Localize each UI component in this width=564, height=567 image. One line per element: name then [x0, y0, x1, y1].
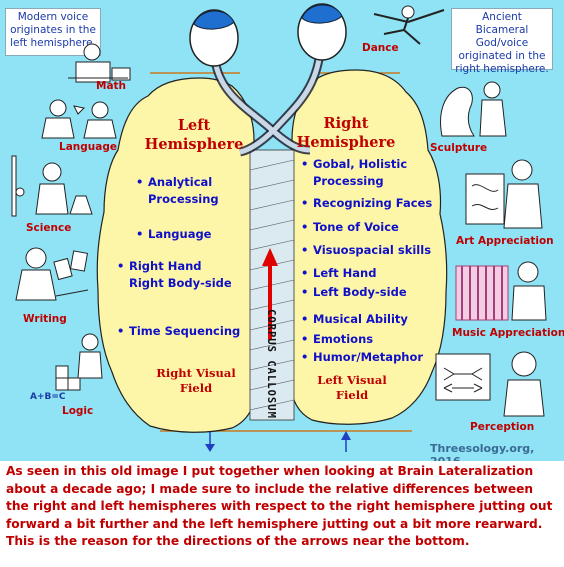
left-hemisphere-title-line1: Left: [177, 117, 211, 134]
right-function-item: •Gobal, Holistic Processing: [301, 157, 408, 188]
left-function-label: Time Sequencing: [129, 324, 241, 338]
right-function-item: •Musical Ability: [301, 312, 408, 326]
right-function-label: Musical Ability: [313, 312, 408, 326]
left-hemisphere-title: Left Hemisphere: [144, 116, 244, 154]
science-label: Science: [26, 222, 72, 234]
science-icon: [11, 155, 93, 217]
left-hemisphere-down-arrow-icon: [205, 432, 215, 452]
right-function-label-continued: Processing: [313, 174, 384, 188]
right-function-label: Recognizing Faces: [313, 196, 433, 210]
right-function-item: •Recognizing Faces: [301, 196, 433, 210]
music-appreciation-label: Music Appreciation: [452, 327, 564, 339]
right-function-label: Emotions: [313, 332, 374, 346]
art-appreciation-label: Art Appreciation: [456, 235, 554, 247]
writing-icon: [15, 247, 89, 301]
right-eye-icon: [297, 3, 347, 61]
right-function-item: •Tone of Voice: [301, 220, 399, 234]
left-hemisphere-title-line2: Hemisphere: [144, 136, 244, 153]
left-function-label: Analytical: [148, 175, 213, 189]
right-visual-field-label: Right Visual Field: [140, 366, 252, 396]
math-icon: [68, 43, 131, 83]
right-hemisphere-title: Right Hemisphere: [296, 114, 396, 152]
right-function-item: •Left Body-side: [301, 285, 407, 299]
left-function-label-continued: Right Body-side: [129, 276, 232, 290]
right-function-label: Left Body-side: [313, 285, 407, 299]
caption-text: As seen in this old image I put together…: [0, 461, 564, 567]
right-function-item: •Humor/Metaphor: [301, 350, 424, 364]
left-eye-icon: [189, 9, 239, 67]
left-function-label: Language: [148, 227, 212, 241]
left-function-item: •Right Hand Right Body-side: [117, 259, 232, 290]
left-visual-field-label: Left Visual Field: [296, 373, 408, 403]
language-label: Language: [59, 141, 117, 153]
left-function-item: •Analytical Processing: [136, 175, 219, 206]
left-visual-field-line1: Left Visual: [317, 373, 387, 387]
perception-label: Perception: [470, 421, 535, 433]
right-function-label: Left Hand: [313, 266, 377, 280]
corpus-callosum-label-holder: CORPUS CALLOSUM: [264, 300, 278, 430]
right-function-item: •Emotions: [301, 332, 374, 346]
writing-label: Writing: [23, 313, 67, 325]
brain-lateralization-diagram: Modern voice originates in the left hemi…: [0, 0, 564, 461]
right-function-label: Tone of Voice: [313, 220, 399, 234]
music-appreciation-icon: [455, 261, 547, 321]
brain-illustration: [96, 3, 448, 452]
forward-arrow-icon: [262, 248, 278, 340]
right-function-label: Visuospacial skills: [313, 243, 432, 257]
right-note-box: Ancient Bicameral God/voice originated i…: [451, 8, 553, 75]
logic-formula: A+B=C: [30, 392, 66, 402]
site-credit: Threesology.org, 2016: [430, 442, 535, 461]
sculpture-label: Sculpture: [430, 142, 488, 154]
dance-label: Dance: [362, 42, 399, 54]
right-function-item: •Left Hand: [301, 266, 377, 280]
right-function-label: Humor/Metaphor: [313, 350, 424, 364]
language-icon: [41, 99, 117, 139]
left-note-box: Modern voice originates in the left hemi…: [5, 8, 101, 56]
perception-icon: [435, 351, 545, 417]
left-function-item: •Time Sequencing: [117, 324, 241, 338]
right-hemisphere-up-arrow-icon: [341, 431, 351, 452]
right-visual-field-line1: Right Visual: [156, 366, 236, 380]
right-function-item: •Visuospacial skills: [301, 243, 432, 257]
logic-label: Logic: [62, 405, 94, 417]
right-hemisphere-title-line1: Right: [323, 115, 369, 132]
logic-icon: [55, 333, 103, 391]
dance-icon: [373, 5, 445, 45]
right-visual-field-line2: Field: [179, 381, 213, 395]
right-hemisphere-title-line2: Hemisphere: [296, 134, 396, 151]
left-function-item: •Language: [136, 227, 212, 241]
sculpture-icon: [440, 81, 507, 137]
left-function-label-continued: Processing: [148, 192, 219, 206]
corpus-callosum-label: CORPUS CALLOSUM: [265, 309, 277, 419]
right-function-label: Gobal, Holistic: [313, 157, 408, 171]
left-function-label: Right Hand: [129, 259, 202, 273]
right-optic-nerve-core: [239, 51, 323, 155]
art-appreciation-icon: [465, 159, 543, 229]
left-visual-field-line2: Field: [335, 388, 369, 402]
math-label: Math: [96, 80, 127, 92]
